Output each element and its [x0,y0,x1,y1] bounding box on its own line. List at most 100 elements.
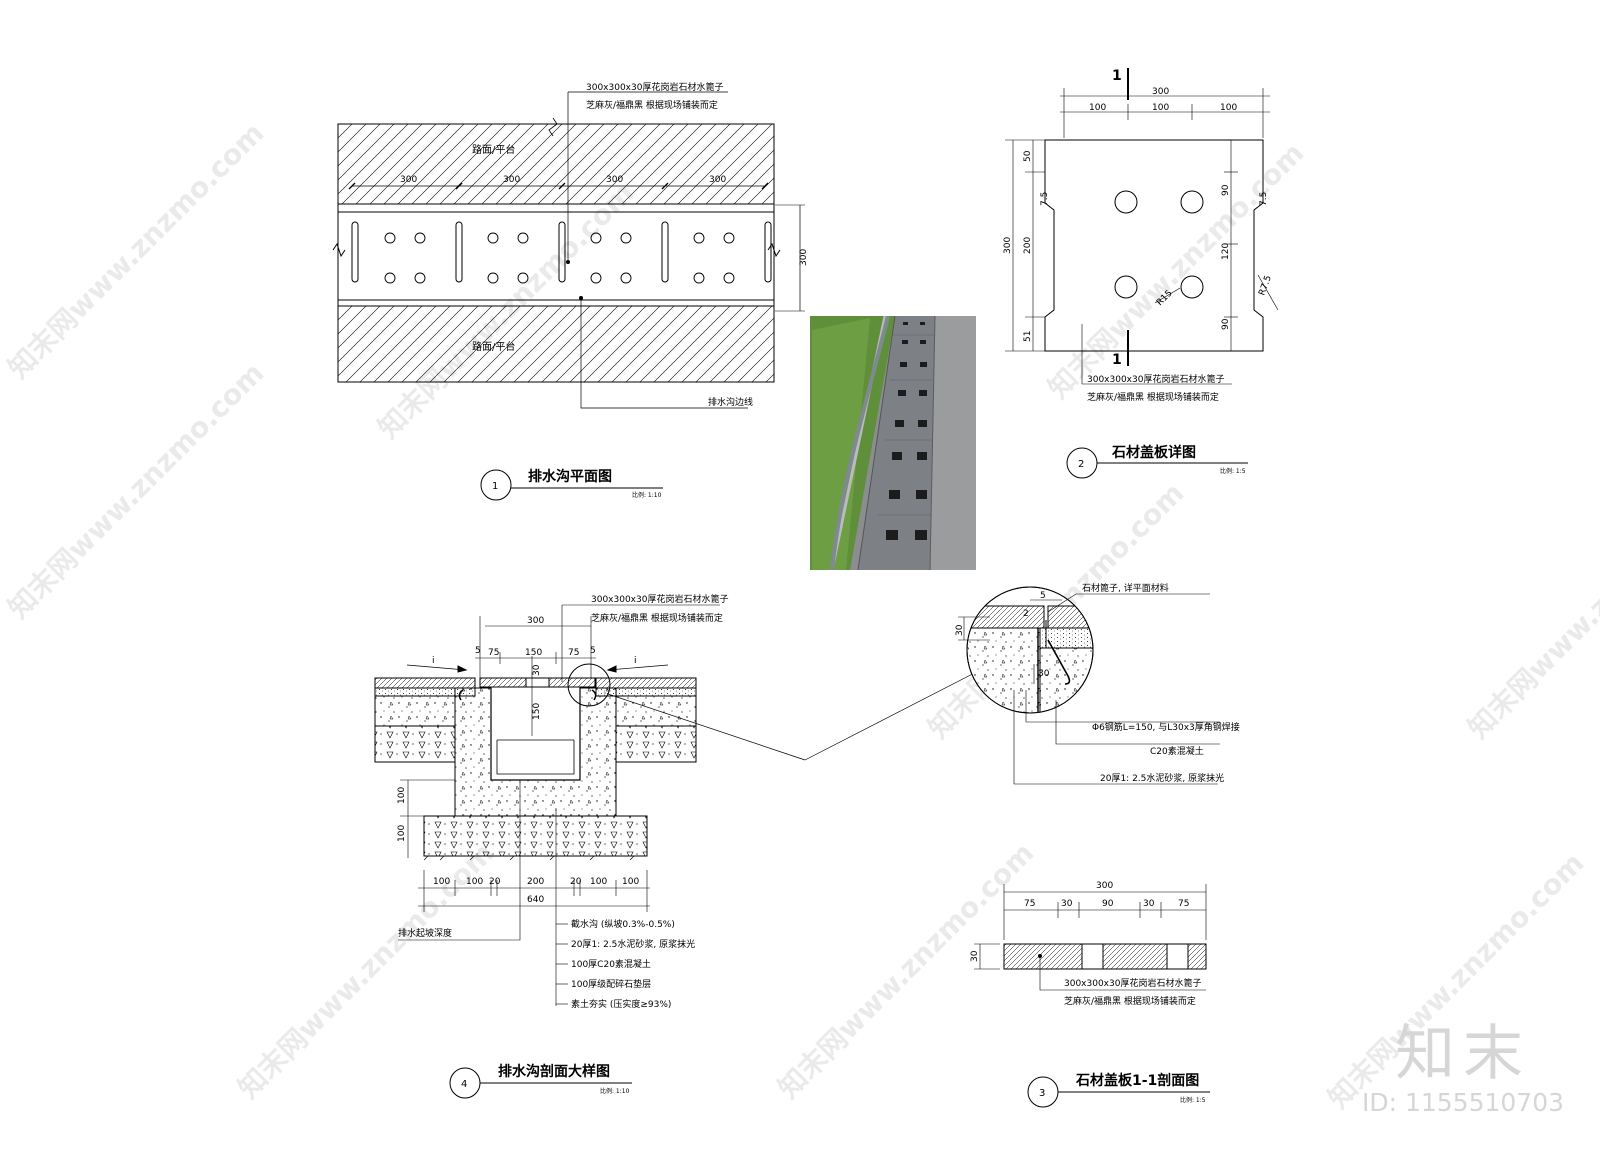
dim-label: 100 [622,877,639,887]
drain-plan-view [332,91,805,409]
depth-label: 排水起坡深度 [398,927,452,939]
title-number: 1 [492,481,498,492]
dim-label: 100 [397,787,407,804]
dim-label: 300 [1096,881,1113,891]
grate-detail-view [1005,68,1279,385]
drain-section-labels: 300x300x30厚花岗岩石材水篦子 芝麻灰/福鼎黑 根据现场铺装而定 i i… [397,593,728,1010]
dim-label: 75 [488,648,499,658]
dim-label: 30 [1038,669,1050,679]
dim-label: 50 [1023,150,1033,162]
dim-label: 300 [527,616,544,626]
dim-label: 200 [1023,237,1033,254]
dim-label: 30 [1143,899,1155,909]
paving-label: 路面/平台 [472,340,515,353]
slope-mark: i [432,656,435,666]
dim-label: 90 [1221,318,1231,330]
scale-text: 比例: 1:5 [1180,1096,1206,1104]
dim-label: 120 [1221,243,1231,260]
dim-label: 30 [955,624,965,636]
scale-text: 比例: 1:10 [632,491,662,499]
watermark-text: 知末网www.znzmo.com [232,836,501,1105]
drain-plan-labels: 300x300x30厚花岗岩石材水篦子 芝麻灰/福鼎黑 根据现场铺装而定 路面/… [400,81,809,408]
title-block-3: 3 石材盖板1-1剖面图 比例: 1:5 [1027,1072,1210,1108]
dim-label: 2 [1023,609,1029,619]
layer-label: 素土夯实 (压实度≥93%) [571,998,671,1010]
dim-label: 100 [1152,103,1169,113]
dim-label: 5 [1040,591,1046,601]
grate-section-view [974,884,1207,991]
dim-label: 100 [466,877,483,887]
title-text: 石材盖板1-1剖面图 [1075,1072,1199,1089]
site-photo [810,316,976,570]
grate-holes [384,232,735,284]
dim-label: 7.5 [1259,192,1269,206]
dim-label: 75 [1178,899,1189,909]
grate-outline [1044,139,1264,352]
dim-label: 75 [1024,899,1035,909]
callout-label: C20素混凝土 [1150,745,1204,757]
watermark-text: 知末网www.znzmo.com [772,836,1041,1105]
dim-label: 100 [397,825,407,842]
dim-label: 20 [570,877,582,887]
title-block-1: 1 排水沟平面图 比例: 1:10 [480,468,663,501]
dim-label: 300 [606,175,623,185]
layer-label: 100厚级配碎石垫层 [571,978,651,990]
material-label: 芝麻灰/福鼎黑 根据现场铺装而定 [586,99,718,111]
brand-logo: 知末 [1395,1019,1531,1089]
dim-label: 100 [1220,103,1237,113]
dim-label: 100 [433,877,450,887]
slope-mark: i [634,656,637,666]
brand-id: ID: 1155510703 [1361,1088,1565,1117]
dim-label: 640 [527,895,544,905]
grate-label: 300x300x30厚花岗岩石材水篦子 [1064,977,1201,989]
layer-label: 20厚1: 2.5水泥砂浆, 原浆抹光 [571,938,695,950]
dim-label: 300 [503,175,520,185]
dim-label: 90 [1102,899,1114,909]
grate-section-labels: 300 75 30 90 30 75 30 300x300x30厚花岗岩石材水篦… [970,881,1201,1007]
title-number: 4 [461,1079,467,1090]
layer-label: 截水沟 (纵坡0.3%-0.5%) [571,918,675,930]
dim-label: 5 [475,646,481,656]
dim-label: 5 [590,646,596,656]
title-text: 排水沟剖面大样图 [498,1063,610,1080]
dim-label: 200 [527,877,544,887]
edge-label: 排水沟边线 [708,396,753,408]
dim-label: 150 [532,703,542,720]
dim-label: 20 [489,877,501,887]
dim-label: 300 [709,175,726,185]
title-block-4: 4 排水沟剖面大样图 比例: 1:10 [449,1063,632,1099]
scale-text: 比例: 1:10 [600,1087,630,1095]
dim-label: 150 [525,648,542,658]
paving-bottom [337,305,775,383]
dim-label: 30 [532,664,542,676]
callout-label: 石材篦子, 详平面材料 [1082,582,1169,594]
dim-label: 30 [1061,899,1073,909]
material-label: 芝麻灰/福鼎黑 根据现场铺装而定 [1087,391,1219,403]
title-number: 3 [1039,1088,1045,1099]
grate-label: 300x300x30厚花岗岩石材水篦子 [1087,373,1224,385]
dim-label: 7.5 [1040,192,1050,206]
dim-label: 300 [400,175,417,185]
dim-label: 90 [1221,184,1231,196]
title-number: 2 [1078,459,1084,470]
drain-section-view [374,604,991,1006]
paving-label: 路面/平台 [472,143,515,156]
watermark-text: 知末网www.znzmo.com [2,356,271,625]
brand-watermark: 知末 ID: 1155510703 [1348,1022,1578,1120]
material-label: 芝麻灰/福鼎黑 根据现场铺装而定 [1064,995,1196,1007]
title-text: 石材盖板详图 [1111,444,1196,461]
scale-text: 比例: 1:5 [1220,467,1246,475]
dim-label: 300 [1003,237,1013,254]
callout-label: 20厚1: 2.5水泥砂浆, 原浆抹光 [1100,772,1224,784]
callout-label: Φ6钢筋L=150, 与L30x3厚角钢焊接 [1092,721,1240,733]
dim-label: 100 [590,877,607,887]
dim-label: 75 [568,648,579,658]
material-label: 芝麻灰/福鼎黑 根据现场铺装而定 [591,612,723,624]
dim-label: 300 [1152,87,1169,97]
title-text: 排水沟平面图 [528,468,612,485]
section-mark: 1 [1112,352,1122,368]
watermark-text: 知末网www.znzmo.com [1462,476,1600,745]
grate-label: 300x300x30厚花岗岩石材水篦子 [591,593,728,605]
dim-label: 30 [970,950,980,962]
